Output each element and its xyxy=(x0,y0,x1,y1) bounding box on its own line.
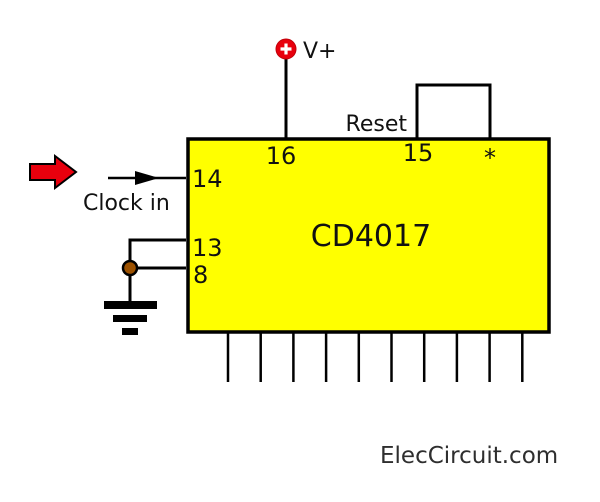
ic-name-label: CD4017 xyxy=(311,219,431,254)
ground-bar-3 xyxy=(122,328,138,335)
plus-icon xyxy=(280,43,292,55)
vplus-label: V+ xyxy=(303,39,336,64)
ic-body xyxy=(186,137,551,334)
ground-bar-1 xyxy=(104,301,157,309)
pin13-label: 13 xyxy=(192,234,223,262)
pin15-star-label: * xyxy=(484,144,496,172)
pin15-label: 15 xyxy=(403,139,434,167)
bottom-pins xyxy=(226,333,524,382)
clock-arrowhead-icon xyxy=(135,171,159,185)
pin14-label: 14 xyxy=(192,165,223,193)
clock-pointer-arrow-icon xyxy=(29,153,78,191)
ground-bar-2 xyxy=(113,315,147,322)
junction-dot-icon xyxy=(121,259,139,277)
watermark-label: ElecCircuit.com xyxy=(380,443,558,469)
reset-jumper-wire xyxy=(415,83,492,140)
reset-label: Reset xyxy=(346,112,408,137)
clock-in-label: Clock in xyxy=(83,191,170,216)
pin13-wire xyxy=(128,238,186,302)
pin16-label: 16 xyxy=(266,142,297,170)
pin8-label: 8 xyxy=(193,261,208,289)
ground-icon xyxy=(104,301,157,335)
